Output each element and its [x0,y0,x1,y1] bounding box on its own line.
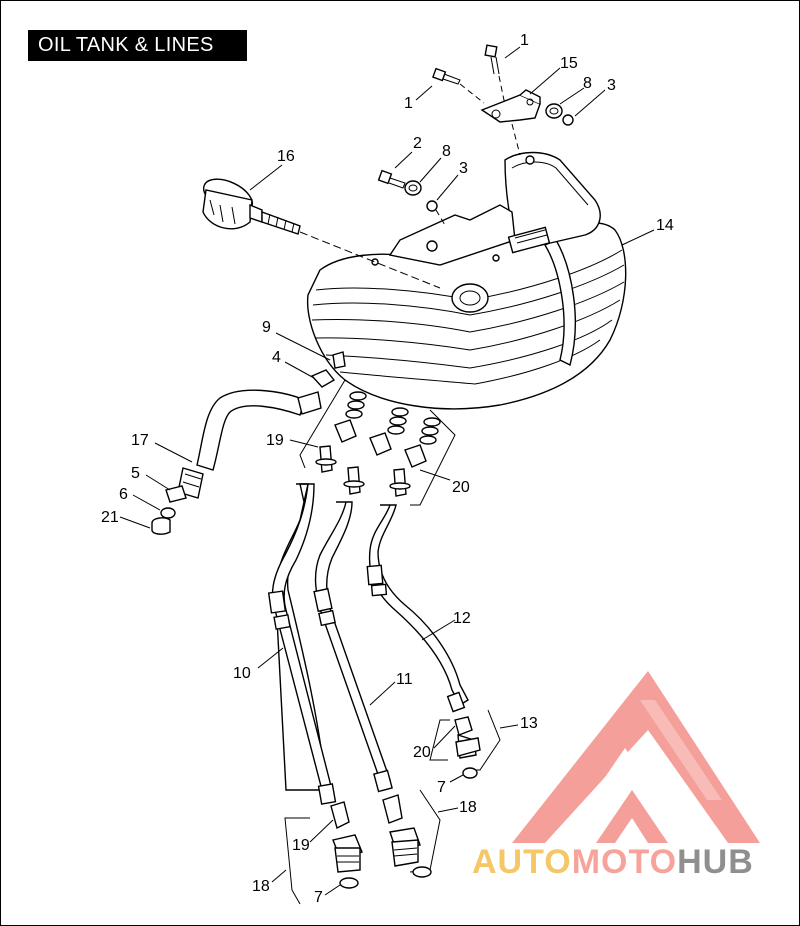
callout-15: 15 [560,55,578,72]
callout-20-upper: 20 [452,479,470,496]
callout-12: 12 [453,610,471,627]
callout-7-left: 7 [314,889,323,906]
callout-2: 2 [413,135,422,152]
callout-19-lower: 19 [292,837,310,854]
fitting-cluster [299,379,456,506]
oil-lines [267,483,469,805]
callout-17: 17 [131,432,149,449]
callout-1-left: 1 [404,95,413,112]
leader-lines [119,46,655,896]
watermark-logo-shape [512,671,760,843]
callout-3-upper: 3 [607,77,616,94]
mounting-hardware [377,44,574,226]
callout-5: 5 [131,465,140,482]
callout-3-lower: 3 [459,160,468,177]
callout-14: 14 [656,217,674,234]
callout-16: 16 [277,148,295,165]
callout-9: 9 [262,319,271,336]
callout-21: 21 [101,509,119,526]
callout-6: 6 [119,486,128,503]
watermark-moto: MOTO [571,843,678,881]
callout-10: 10 [233,665,251,682]
callout-18-left: 18 [252,878,270,895]
vent-hose-assembly [151,369,336,535]
callout-labels: 1 1 15 8 3 2 8 3 16 14 9 4 17 19 20 5 6 … [101,32,674,906]
o-ring-set [345,391,441,445]
callout-7-right: 7 [437,779,446,796]
callout-4: 4 [272,349,281,366]
watermark-hub: HUB [677,843,754,881]
callout-8-lower: 8 [442,143,451,160]
callout-13: 13 [520,715,538,732]
callout-18-right: 18 [459,799,477,816]
oil-tank [306,151,627,410]
callout-20-lower: 20 [413,744,431,761]
dipstick-cap [202,178,441,289]
callout-19-upper: 19 [266,432,284,449]
callout-11: 11 [396,671,413,688]
callout-1-upper: 1 [520,32,529,49]
callout-8-upper: 8 [583,75,592,92]
diagram-title: OIL TANK & LINES [28,30,247,61]
watermark-logo-text: AUTOMOTOHUB [472,843,754,882]
watermark-auto: AUTO [472,843,572,881]
lower-fittings [284,709,501,905]
